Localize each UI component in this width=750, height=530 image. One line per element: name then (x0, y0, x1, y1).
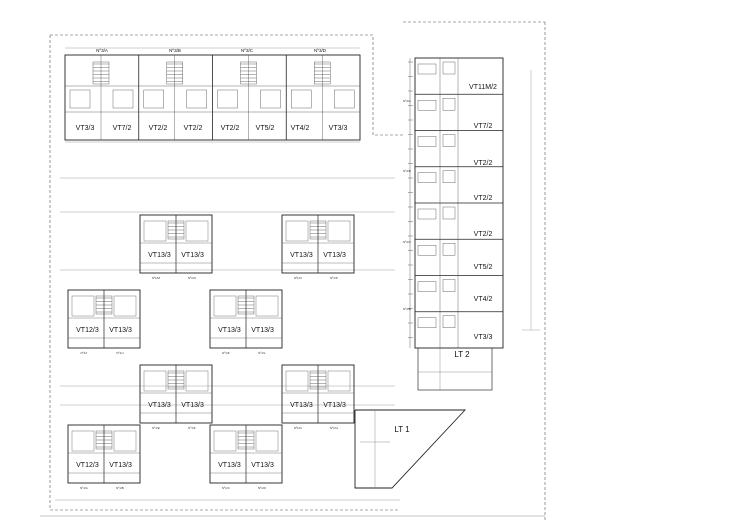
block-unit-left: VT13/3 (218, 462, 241, 469)
top-row-building: Nº3/A Nº3/B Nº3/C Nº3/D VT3/3 VT7/2 VT2/… (64, 48, 361, 141)
right-column-building: VT11M/2 VT7/2 VT2/2 VT2/2 VT2/2 VT5/2 VT… (403, 57, 504, 349)
block-unit-left: VT12/3 (76, 462, 99, 469)
block-tag-right: Nº1/J (116, 351, 124, 355)
block-tag-left: Nº1/G (294, 426, 303, 430)
block-unit-left: VT13/3 (218, 327, 241, 334)
block-unit-right: VT13/3 (181, 402, 204, 409)
block-unit-right: VT13/3 (323, 252, 346, 259)
block-tag-left: Nº1/I (81, 351, 88, 355)
block-unit-right: VT13/3 (251, 462, 274, 469)
lt1-label: LT 1 (394, 425, 410, 434)
block-unit-left: VT13/3 (148, 252, 171, 259)
block-tag-left: Nº1/A (80, 486, 88, 490)
top-header-d: Nº3/D (314, 48, 327, 53)
top-unit-3: VT2/2 (149, 125, 168, 132)
block-tag-right: Nº1/F (188, 426, 196, 430)
right-unit-8: VT3/3 (474, 334, 493, 341)
right-tag-c: Nº4/C (403, 240, 412, 244)
block-tag-left: Nº1/K (222, 351, 230, 355)
block-tag-right: Nº1/H (330, 426, 338, 430)
top-unit-6: VT5/2 (256, 125, 275, 132)
top-unit-5: VT2/2 (221, 125, 240, 132)
block-tag-left: Nº1/E (152, 426, 160, 430)
right-unit-6: VT5/2 (474, 264, 493, 271)
block-tag-left: Nº1/M (152, 276, 161, 280)
top-header-a: Nº3/A (96, 48, 108, 53)
block-unit-right: VT13/3 (109, 462, 132, 469)
top-header-c: Nº3/C (241, 48, 254, 53)
block-unit-right: VT13/3 (251, 327, 274, 334)
right-tag-a: Nº4/A (403, 99, 411, 103)
lt2-zone: LT 2 (417, 347, 493, 391)
right-unit-3: VT2/2 (474, 160, 493, 167)
block-tag-right: Nº1/L (258, 351, 266, 355)
block-unit-right: VT13/3 (109, 327, 132, 334)
lt2-label: LT 2 (454, 350, 470, 359)
block-tag-left: Nº1/O (294, 276, 303, 280)
right-tag-d: Nº4/D (403, 307, 412, 311)
right-unit-7: VT4/2 (474, 296, 493, 303)
right-unit-2: VT7/2 (474, 123, 493, 130)
top-header-b: Nº3/B (169, 48, 181, 53)
top-unit-7: VT4/2 (291, 125, 310, 132)
right-unit-1: VT11M/2 (469, 84, 497, 91)
site-boundary (40, 21, 546, 520)
block-unit-right: VT13/3 (323, 402, 346, 409)
block-unit-left: VT13/3 (290, 402, 313, 409)
top-unit-8: VT3/3 (329, 125, 348, 132)
dimension-lines (55, 47, 540, 501)
right-tag-b: Nº4/B (403, 169, 411, 173)
right-unit-5: VT2/2 (474, 231, 493, 238)
top-unit-1: VT3/3 (76, 125, 95, 132)
block-tag-right: Nº1/B (116, 486, 124, 490)
block-unit-left: VT13/3 (290, 252, 313, 259)
block-unit-left: VT12/3 (76, 327, 99, 334)
right-unit-4: VT2/2 (474, 195, 493, 202)
block-tag-right: Nº1/D (258, 486, 267, 490)
block-unit-right: VT13/3 (181, 252, 204, 259)
block-unit-left: VT13/3 (148, 402, 171, 409)
top-unit-4: VT2/2 (184, 125, 203, 132)
lt1-zone: LT 1 (354, 409, 467, 489)
block-tag-right: Nº1/N (188, 276, 196, 280)
top-unit-2: VT7/2 (113, 125, 132, 132)
block-tag-left: Nº1/C (222, 486, 231, 490)
block-tag-right: Nº1/P (330, 276, 338, 280)
